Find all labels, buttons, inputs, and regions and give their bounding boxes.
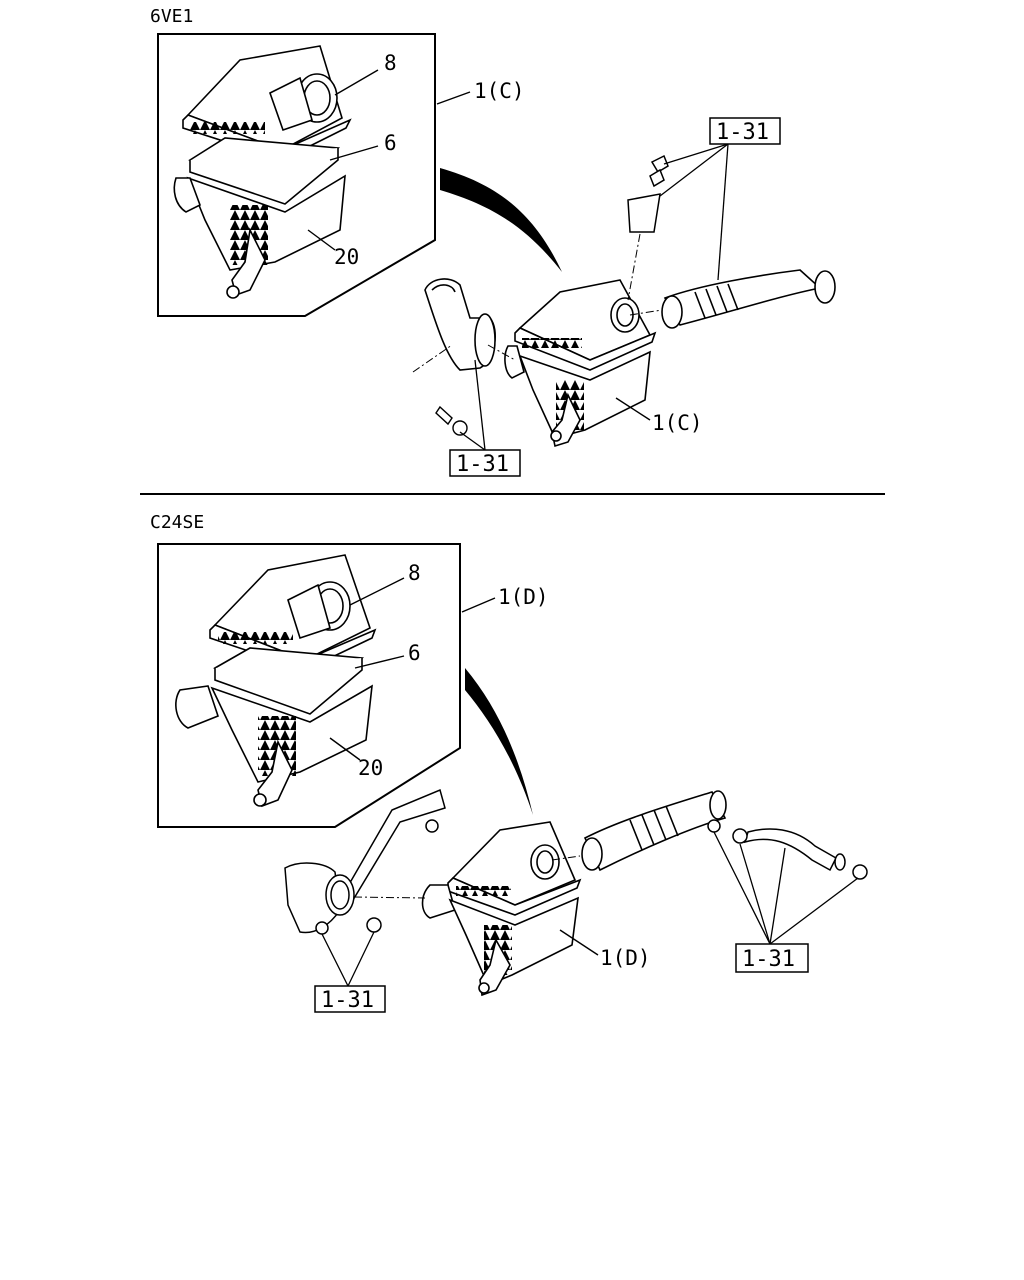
- engine-label: C24SE: [150, 512, 204, 533]
- inset-air-cleaner: [175, 554, 377, 808]
- ref-leaders: [659, 143, 729, 281]
- ref-box: [314, 985, 386, 1013]
- hose-centerline: [551, 855, 581, 861]
- hose-centerline: [629, 309, 663, 316]
- ref-leaders: [459, 359, 486, 451]
- ref-box-label: 1-31: [716, 120, 769, 145]
- detail-arrow: [440, 168, 562, 272]
- ref-leaders: [321, 931, 375, 987]
- assembly-ref-inset: 1(C): [474, 79, 525, 103]
- callout-20: 20: [358, 756, 383, 780]
- inset-callouts: [329, 577, 405, 761]
- airflow-sensor: [627, 154, 669, 233]
- ref-leaders: [713, 831, 859, 945]
- assembly-ref-main: 1(D): [600, 946, 651, 970]
- ref-box: [735, 943, 809, 973]
- bolt: [435, 405, 468, 436]
- inset-callouts: [307, 69, 379, 251]
- ref-box-label: 1-31: [456, 452, 509, 477]
- intake-hose: [581, 790, 727, 872]
- detail-arrow: [465, 668, 533, 815]
- intake-bracket: [284, 788, 446, 935]
- breather-hose: [707, 819, 868, 880]
- centerline: [487, 344, 516, 361]
- callout-6: 6: [408, 641, 421, 665]
- intake-hose: [661, 269, 836, 329]
- callout-6: 6: [384, 131, 397, 155]
- callout-8: 8: [384, 51, 397, 75]
- assembly-ref-main: 1(C): [652, 411, 703, 435]
- section-6ve1: 6VE1 8 6 20: [150, 6, 836, 477]
- callout-8: 8: [408, 561, 421, 585]
- inset-air-cleaner: [173, 45, 352, 299]
- ref-box-label: 1-31: [742, 947, 795, 972]
- duct-centerline: [353, 896, 426, 899]
- ref-box: [449, 449, 521, 477]
- assembly-ref-inset: 1(D): [498, 585, 549, 609]
- section-c24se: C24SE 8 6 20 1(D): [150, 512, 868, 1013]
- callout-20: 20: [334, 245, 359, 269]
- leader-main: [615, 397, 651, 421]
- air-cleaner-assembly: [421, 821, 582, 997]
- detail-inset-frame: [157, 33, 436, 317]
- bolt-centerline: [412, 344, 453, 373]
- detail-inset-frame: [157, 543, 461, 828]
- leader-assembly: [436, 91, 471, 105]
- sensor-centerline: [627, 233, 641, 301]
- air-cleaner-assembly: [504, 279, 657, 448]
- engine-label: 6VE1: [150, 6, 193, 27]
- ref-box-label: 1-31: [321, 988, 374, 1013]
- leader-assembly: [461, 597, 496, 613]
- leader-main: [559, 929, 599, 956]
- ref-box: [709, 117, 781, 145]
